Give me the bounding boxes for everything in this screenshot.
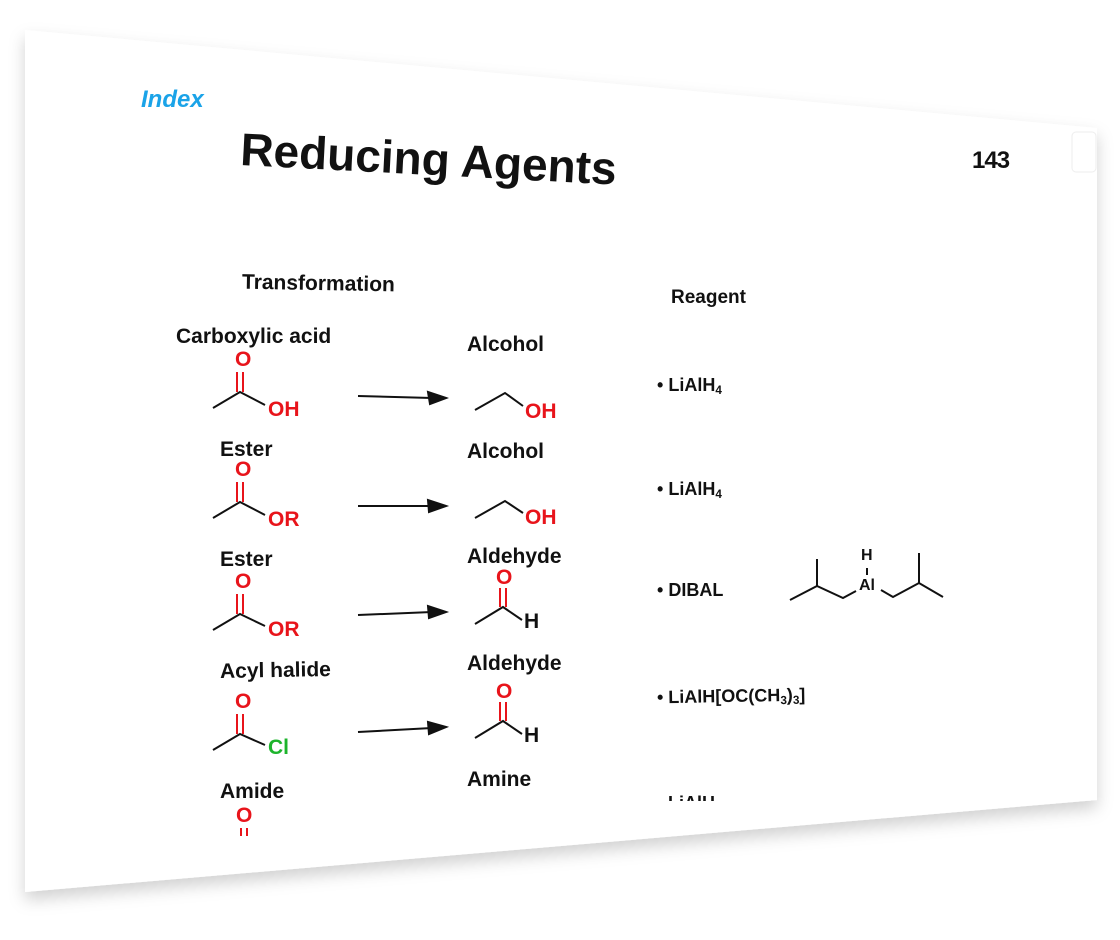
reagent-name: LiAlH: [668, 479, 716, 499]
reagent-subscript: 4: [715, 383, 722, 397]
reagent-part: ]: [799, 684, 806, 705]
atom-al: Al: [859, 577, 875, 594]
from-group: OR: [268, 508, 300, 531]
atom-o: O: [496, 566, 513, 589]
to-group: OH: [525, 400, 557, 423]
atom-o: O: [235, 348, 252, 371]
atom-o: O: [235, 570, 252, 593]
to-label: Alcohol: [467, 440, 544, 463]
page-number: 143: [972, 147, 1010, 174]
to-group: H: [524, 724, 540, 747]
corner-widget: [1071, 131, 1097, 173]
from-label: Carboxylic acid: [176, 325, 332, 348]
reaction-arrows: [357, 390, 450, 736]
index-link[interactable]: Index: [141, 86, 204, 113]
to-label: Amine: [467, 768, 532, 791]
reagent-item: • DIBAL: [657, 580, 723, 601]
atom-h: H: [861, 547, 873, 564]
reagent-item: • LiAlH[OC(CH3)3]: [657, 685, 806, 710]
transformation-header: Transformation: [241, 270, 396, 297]
bullet: •: [656, 687, 664, 708]
from-label: Ester: [220, 438, 273, 461]
to-label: Aldehyde: [467, 652, 562, 675]
atom-o: O: [235, 690, 252, 713]
reagent-item: • LiAlH4: [657, 375, 722, 397]
bullet: •: [657, 580, 664, 600]
from-group: OH: [268, 398, 300, 421]
atom-o: O: [236, 804, 253, 826]
reagent-item: • LiAlH4: [657, 479, 722, 501]
molecule-drawings: [212, 372, 944, 836]
atom-o: O: [496, 680, 513, 703]
to-group: H: [524, 610, 540, 633]
from-label: Ester: [220, 548, 273, 571]
reagent-name: LiAlH[OC(CH: [668, 685, 781, 708]
reagent-item-cut: LiAlH: [668, 793, 715, 801]
from-label: Amide: [220, 780, 285, 803]
to-label: Aldehyde: [467, 545, 562, 568]
from-label: Acyl halide: [219, 658, 332, 683]
atom-o: O: [235, 458, 252, 481]
reagent-name: DIBAL: [668, 580, 724, 600]
to-label: Alcohol: [467, 333, 544, 356]
bullet: •: [657, 479, 664, 499]
from-group: Cl: [268, 736, 289, 759]
reagent-subscript: 4: [715, 487, 722, 501]
to-group: OH: [525, 506, 557, 529]
reagent-header: Reagent: [671, 287, 746, 308]
from-group: OR: [268, 618, 300, 641]
reagent-name: LiAlH: [668, 375, 716, 395]
bullet: •: [657, 375, 664, 395]
